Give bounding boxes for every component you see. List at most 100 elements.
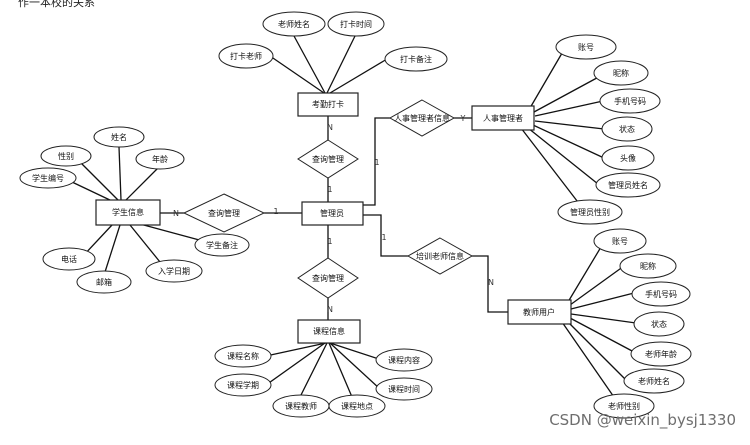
edge-js-attr-7 <box>561 321 617 401</box>
attr-kecheng-teacher: 课程教师 <box>272 394 330 418</box>
card-jiaoshi-n: N <box>488 278 494 287</box>
relation-xuesheng: 查询管理 <box>182 193 266 233</box>
svg-text:管理员性别: 管理员性别 <box>570 207 610 217</box>
attr-jiaoshi-status: 状态 <box>633 311 685 337</box>
svg-text:课程内容: 课程内容 <box>388 355 420 365</box>
entity-kecheng-label: 课程信息 <box>313 326 345 336</box>
svg-text:课程地点: 课程地点 <box>341 401 373 411</box>
entity-renshi-label: 人事管理者 <box>483 113 523 123</box>
attr-renshi-admin-name: 管理员姓名 <box>595 172 661 198</box>
attr-xuesheng-sex: 性别 <box>40 145 92 167</box>
edge-xs-attr-no <box>71 181 113 202</box>
svg-text:状态: 状态 <box>651 319 667 329</box>
entity-renshi: 人事管理者 <box>471 105 535 131</box>
edge-kc-attr-2 <box>329 342 383 361</box>
entity-xuesheng-label: 学生信息 <box>112 207 144 217</box>
cardinalities: N 1 N 1 1 N 1 Y 1 N <box>173 114 494 314</box>
attr-jiaoshi-account: 账号 <box>593 228 647 254</box>
edge-kaoqin-attr-3 <box>269 55 325 94</box>
relation-xuesheng-label: 查询管理 <box>208 208 240 218</box>
edge-rs-attr-2 <box>533 72 607 113</box>
svg-text:账号: 账号 <box>578 43 594 52</box>
attr-jiaoshi-nick: 昵称 <box>619 253 677 279</box>
attr-kaoqin-time: 打卡时间 <box>327 11 385 37</box>
edge-js-attr-2 <box>569 265 625 306</box>
svg-text:姓名: 姓名 <box>111 132 127 142</box>
svg-text:管理员姓名: 管理员姓名 <box>608 180 648 190</box>
relation-renshi: 人事管理者信息 <box>388 99 456 137</box>
attr-kecheng-place: 课程地点 <box>328 394 386 418</box>
edge-xs-attr-mail <box>104 224 121 273</box>
relation-renshi-label: 人事管理者信息 <box>394 113 450 123</box>
relation-jiaoshi: 培训老师信息 <box>406 237 474 275</box>
edge-xs-attr-date <box>129 224 161 263</box>
svg-text:邮箱: 邮箱 <box>96 277 112 287</box>
svg-text:入学日期: 入学日期 <box>158 266 190 276</box>
svg-text:学生编号: 学生编号 <box>32 173 64 183</box>
svg-text:老师性别: 老师性别 <box>608 401 640 411</box>
attr-kecheng-term: 课程学期 <box>214 373 272 397</box>
card-kaoqin-1: 1 <box>327 185 332 194</box>
edge-rs-attr-1 <box>529 47 566 109</box>
card-jiaoshi-1: 1 <box>381 233 386 242</box>
edge-rs-attr-7 <box>520 127 585 211</box>
svg-text:打卡备注: 打卡备注 <box>400 54 432 64</box>
attr-xuesheng-mail: 邮箱 <box>76 270 132 294</box>
attr-kecheng-time: 课程时间 <box>375 377 433 401</box>
edge-kaoqin-attr-4 <box>329 58 388 94</box>
edge-admin-renshi-rel <box>363 117 390 206</box>
attr-renshi-status: 状态 <box>601 116 653 142</box>
svg-text:打卡老师: 打卡老师 <box>230 51 262 61</box>
svg-text:课程时间: 课程时间 <box>388 384 420 394</box>
svg-text:昵称: 昵称 <box>613 68 629 78</box>
attr-kaoqin-teacher-name: 老师姓名 <box>262 11 326 37</box>
relation-jiaoshi-label: 培训老师信息 <box>416 251 464 261</box>
attr-xuesheng-name: 姓名 <box>93 126 145 148</box>
edge-rs-attr-3 <box>534 100 604 117</box>
top-caption: 作一本校的关系 <box>18 0 95 9</box>
edge-kc-attr-5 <box>299 342 328 398</box>
edge-kc-attr-3 <box>265 342 326 386</box>
edge-rs-attr-4 <box>534 120 605 130</box>
relation-kecheng: 查询管理 <box>297 257 359 299</box>
edges <box>71 35 637 401</box>
attr-kecheng-name: 课程名称 <box>214 344 272 368</box>
edge-kaoqin-attr-1 <box>293 35 326 94</box>
entity-guanliyuan-label: 管理员 <box>320 208 344 218</box>
edge-xs-attr-name <box>118 146 122 201</box>
svg-text:手机号码: 手机号码 <box>614 96 646 106</box>
attr-jiaoshi-age: 老师年龄 <box>630 341 692 367</box>
svg-text:老师姓名: 老师姓名 <box>278 19 310 29</box>
attr-renshi-account: 账号 <box>555 34 617 60</box>
svg-text:昵称: 昵称 <box>640 261 656 271</box>
edge-xs-attr-sex <box>79 161 119 201</box>
card-renshi-1: 1 <box>374 158 379 167</box>
card-xuesheng-1: 1 <box>273 207 278 216</box>
svg-text:课程学期: 课程学期 <box>227 380 259 390</box>
attr-kaoqin-note: 打卡备注 <box>384 46 448 72</box>
edge-rs-attr-6 <box>527 127 599 185</box>
svg-text:学生备注: 学生备注 <box>206 240 238 250</box>
svg-text:头像: 头像 <box>620 153 636 163</box>
edge-xs-attr-age <box>125 167 159 201</box>
card-xuesheng-n: N <box>173 209 179 218</box>
svg-text:手机号码: 手机号码 <box>645 289 677 299</box>
entity-kaoqin-label: 考勤打卡 <box>312 99 344 109</box>
attr-kaoqin-teacher: 打卡老师 <box>218 43 274 69</box>
svg-text:年龄: 年龄 <box>152 154 168 164</box>
card-kecheng-n: N <box>327 305 333 314</box>
svg-text:课程教师: 课程教师 <box>285 401 317 411</box>
svg-text:老师姓名: 老师姓名 <box>638 376 670 386</box>
svg-text:电话: 电话 <box>61 254 77 264</box>
entity-kecheng: 课程信息 <box>297 319 361 344</box>
edge-rs-attr-5 <box>532 124 605 159</box>
entity-jiaoshi: 教师用户 <box>507 299 572 325</box>
entity-xuesheng: 学生信息 <box>95 199 161 226</box>
entity-guanliyuan: 管理员 <box>301 201 364 226</box>
entity-kaoqin: 考勤打卡 <box>297 92 359 117</box>
svg-text:课程名称: 课程名称 <box>227 351 259 361</box>
relation-kecheng-label: 查询管理 <box>312 273 344 283</box>
attr-xuesheng-no: 学生编号 <box>19 167 77 189</box>
edge-js-attr-6 <box>566 320 627 381</box>
